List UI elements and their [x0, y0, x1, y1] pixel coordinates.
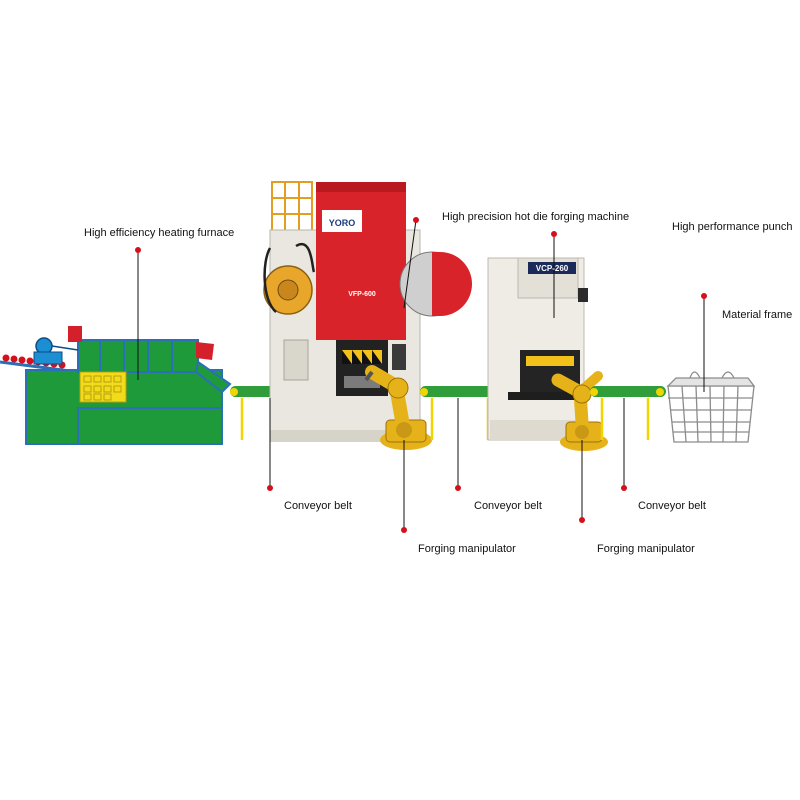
label-manipulator-2: Forging manipulator [597, 543, 695, 555]
forging-brand-plate: YORO [329, 218, 356, 228]
label-heating-furnace: High efficiency heating furnace [84, 227, 235, 239]
callout-dot [267, 485, 273, 491]
callouts [135, 217, 707, 533]
hot-die-forging-machine [263, 181, 472, 442]
callout-dot [701, 293, 707, 299]
label-punch: High performance punch [672, 221, 793, 233]
callout-dot [579, 517, 585, 523]
heating-furnace [0, 326, 232, 445]
callout-dot [621, 485, 627, 491]
high-performance-punch [487, 257, 588, 441]
label-conveyor-2: Conveyor belt [474, 500, 542, 512]
callout-dot [135, 247, 141, 253]
label-material-frame: Material frame [722, 309, 793, 321]
label-conveyor-3: Conveyor belt [638, 500, 706, 512]
label-conveyor-1: Conveyor belt [284, 500, 352, 512]
material-frame-basket [666, 371, 756, 443]
callout-dot [413, 217, 419, 223]
callout-dot [455, 485, 461, 491]
forging-model-plate: VFP-600 [348, 291, 376, 298]
label-manipulator-1: Forging manipulator [418, 543, 516, 555]
conveyor-belt-3 [590, 386, 666, 440]
forging-manipulator-1 [364, 365, 432, 450]
label-forging-machine: High precision hot die forging machine [442, 211, 630, 223]
callout-dot [401, 527, 407, 533]
callout-dot [551, 231, 557, 237]
punch-model-plate: VCP-260 [536, 264, 569, 273]
